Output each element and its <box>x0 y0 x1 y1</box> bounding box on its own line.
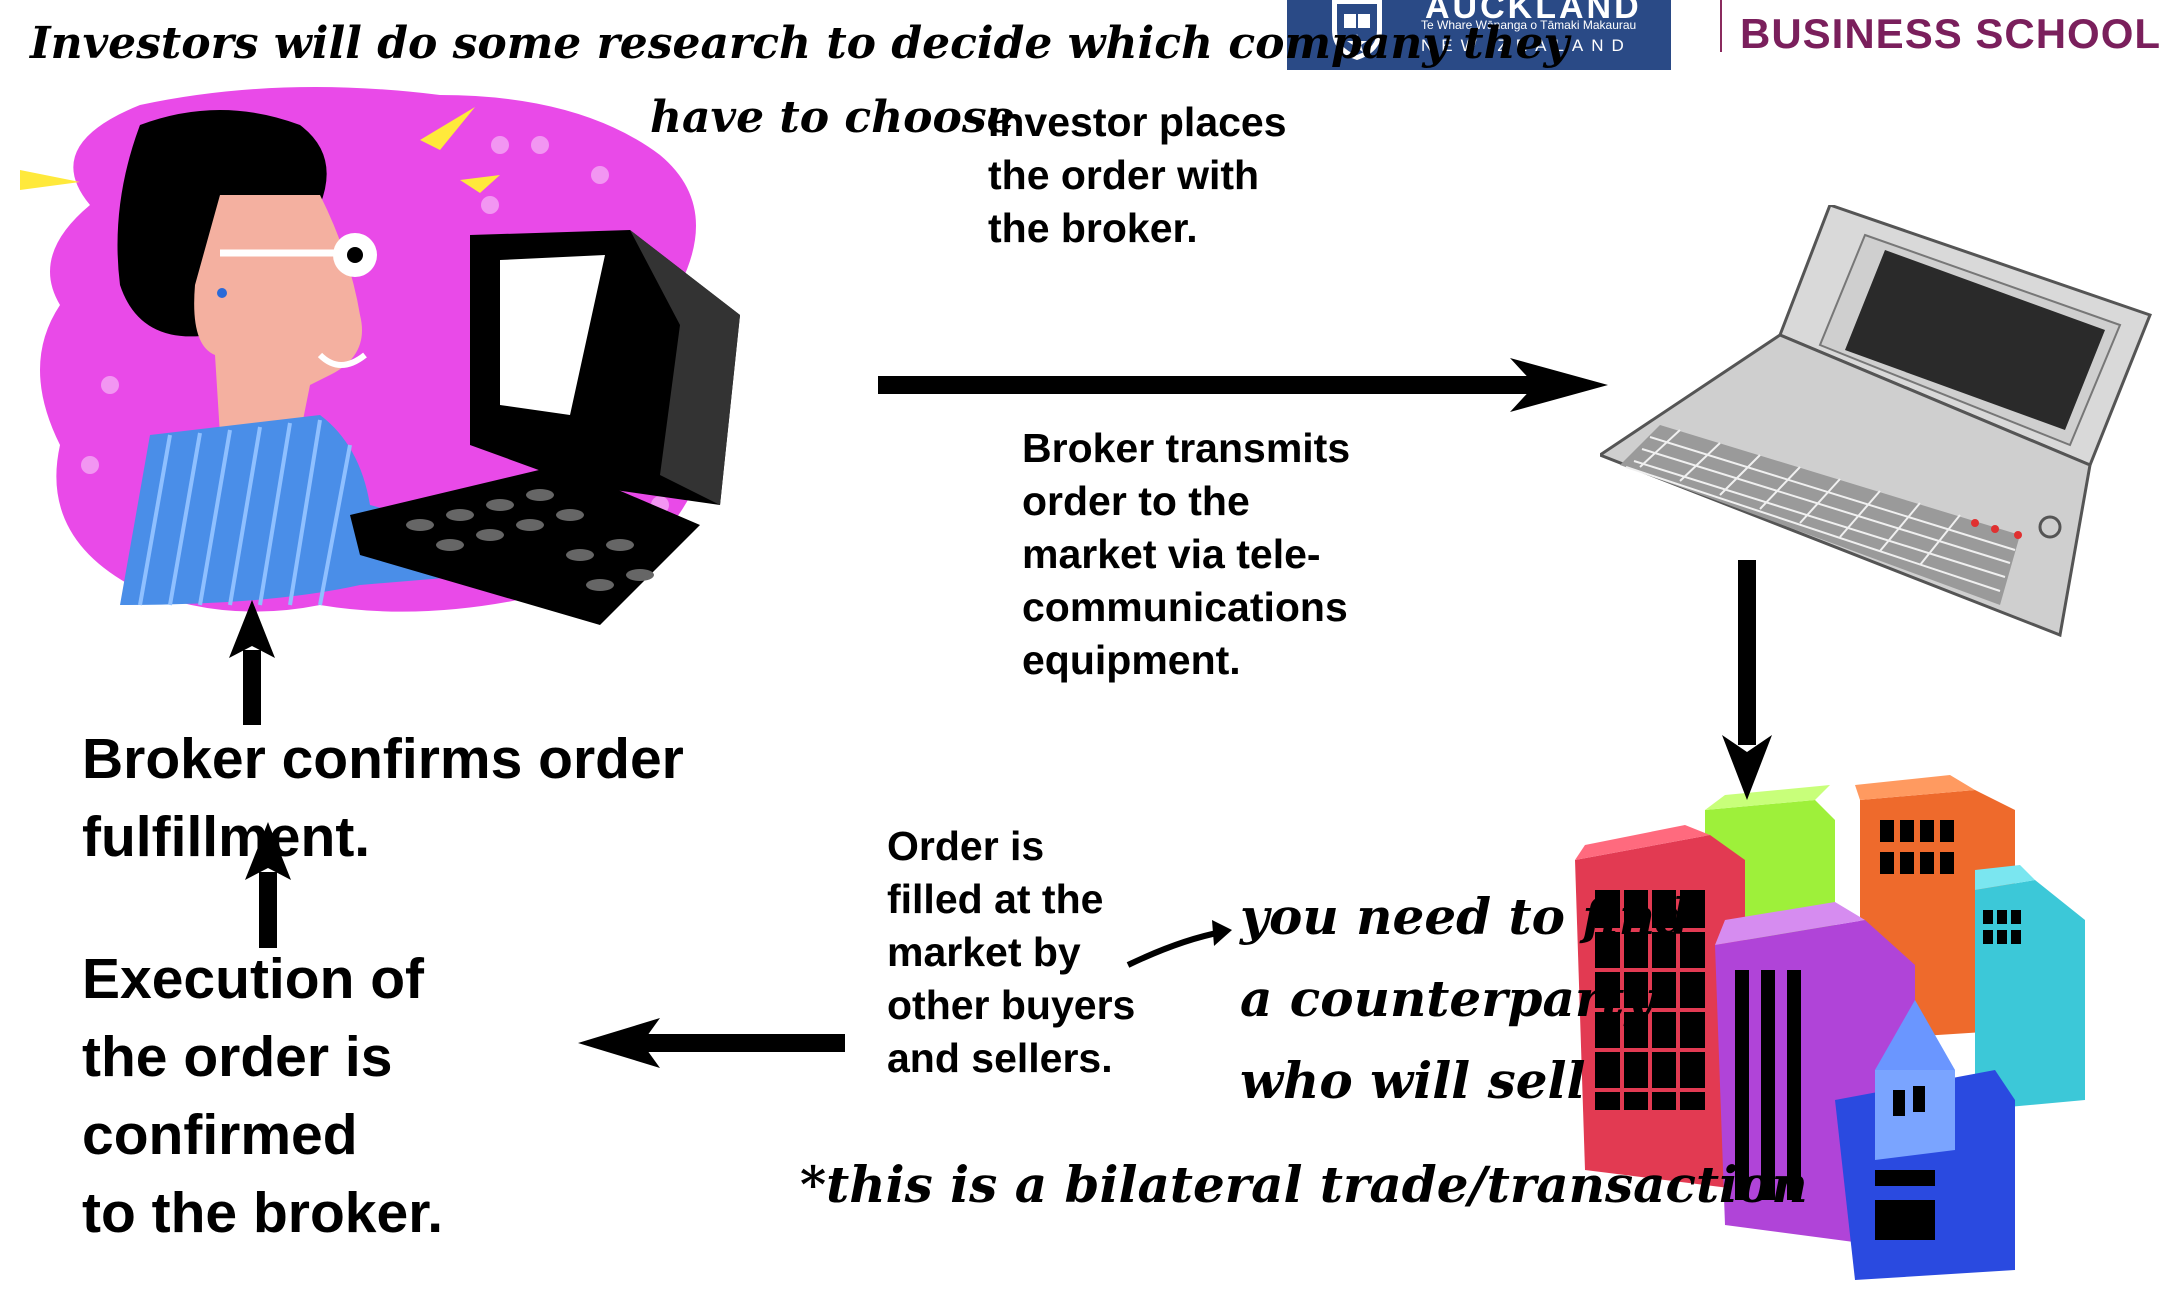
step-execution-confirmed: Execution of the order is confirmed to t… <box>82 947 444 1245</box>
investor-computer-illustration <box>20 87 740 625</box>
arrow-to-market <box>1722 560 1772 800</box>
step-investor-places-order: Investor places the order with the broke… <box>988 99 1287 251</box>
crest-icon <box>1332 0 1382 60</box>
step-broker-confirms: Broker confirms order fulfillment. <box>82 727 684 869</box>
arrow-up-investor <box>229 600 275 725</box>
arrow-to-broker <box>878 358 1608 412</box>
research-note-line1: Investors will do some research to decid… <box>30 18 1570 69</box>
market-buildings-illustration <box>1575 775 2085 1280</box>
arrow-up-execution <box>245 822 291 948</box>
laptop-illustration <box>1600 205 2152 638</box>
step-order-filled: Order is filled at the market by other b… <box>887 823 1136 1081</box>
bilateral-trade-note: *this is a bilateral trade/transaction <box>800 1155 1808 1214</box>
business-school-title: BUSINESS SCHOOL <box>1740 10 2162 57</box>
university-name: AUCKLAND <box>1425 0 1642 26</box>
counterparty-arrow <box>1126 920 1232 968</box>
university-maori-name: Te Whare Wānanga o Tāmaki Makaurau <box>1421 18 1637 32</box>
research-note-line2: have to choose <box>650 92 1015 143</box>
university-logo: AUCKLAND Te Whare Wānanga o Tāmaki Makau… <box>1287 0 1671 70</box>
header-divider <box>1720 0 1722 52</box>
counterparty-note: you need to find a counterparty who will… <box>1240 887 1691 1110</box>
university-country: NEW ZEALAND <box>1421 36 1632 55</box>
arrow-to-execution <box>578 1018 845 1068</box>
step-broker-transmits-order: Broker transmits order to the market via… <box>1022 425 1351 683</box>
